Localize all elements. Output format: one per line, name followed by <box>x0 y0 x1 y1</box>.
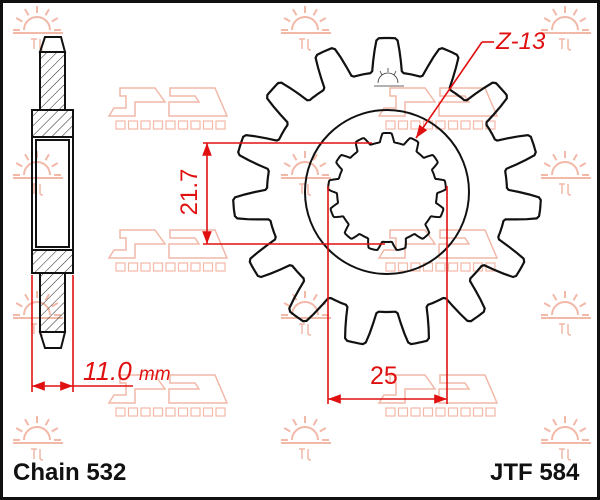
watermark-jt-logo <box>107 374 229 417</box>
watermark-sun-logo <box>13 416 63 461</box>
watermark-sun-logo <box>13 6 63 51</box>
watermark-sun-logo <box>281 6 331 51</box>
side-tooth-tip-top <box>38 36 67 53</box>
sprocket-outline <box>232 36 542 346</box>
side-blade-bottom <box>39 272 66 333</box>
watermark-jt-logo <box>377 229 499 272</box>
side-bore <box>31 136 74 251</box>
teeth-count-label: Z-13 <box>496 28 546 55</box>
side-bore-inner <box>35 139 70 248</box>
side-blade-top <box>39 51 66 111</box>
thickness-value: 11.0 <box>83 356 132 386</box>
side-hub-top <box>31 109 74 138</box>
watermark-jt-logo <box>107 87 229 130</box>
thickness-unit: mm <box>138 364 171 385</box>
spline-height-label: 21.7 <box>176 168 203 216</box>
watermark-sun-logo <box>281 416 331 461</box>
watermark-sun-logo <box>541 416 591 461</box>
part-number: JTF 584 <box>490 459 580 486</box>
watermark-sun-logo <box>541 151 591 196</box>
watermark-jt-logo <box>107 229 229 272</box>
watermark-sun-logo <box>541 6 591 51</box>
hub-circle <box>304 109 470 275</box>
thickness-label: 11.0 mm <box>83 356 171 387</box>
side-tooth-tip-bottom <box>38 331 67 349</box>
watermark-sun-logo <box>541 291 591 336</box>
spline-bore <box>327 132 447 252</box>
side-hub-bottom <box>31 249 74 274</box>
chain-label: Chain 532 <box>13 459 127 486</box>
dimensions <box>31 41 494 404</box>
sprocket-logo <box>374 68 404 87</box>
side-view <box>31 36 74 349</box>
spline-width-label: 25 <box>370 362 398 390</box>
teeth-leader <box>415 41 483 139</box>
